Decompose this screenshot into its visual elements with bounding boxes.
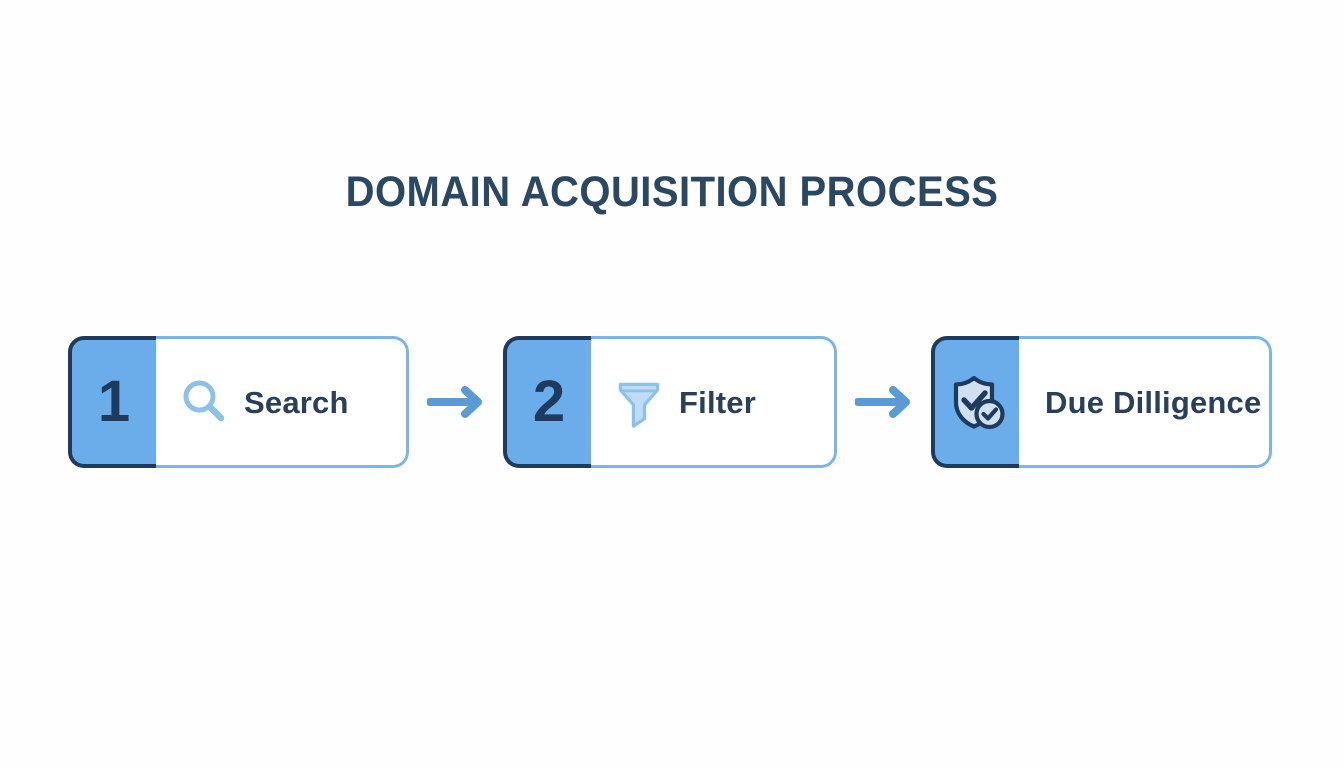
step-body-3: Due Dilligence <box>1019 336 1272 468</box>
process-step-search[interactable]: 1 Search <box>68 336 409 468</box>
step-number-panel-1: 1 <box>68 336 156 468</box>
shield-check-icon <box>945 370 1009 434</box>
step-number-2: 2 <box>532 369 566 434</box>
step-label-2: Filter <box>679 384 756 420</box>
step-body-2: Filter <box>591 336 837 468</box>
funnel-icon <box>613 376 665 428</box>
step-number-1: 1 <box>97 369 131 434</box>
process-flow: 1 Search 2 <box>68 336 1272 468</box>
step-number-panel-2: 2 <box>503 336 591 468</box>
step-label-3: Due Dilligence <box>1045 384 1262 420</box>
arrow-1-to-2 <box>409 336 503 468</box>
search-icon <box>178 376 230 428</box>
step-number-panel-3 <box>931 336 1019 468</box>
process-step-filter[interactable]: 2 Filter <box>503 336 837 468</box>
step-label-1: Search <box>244 384 349 420</box>
step-body-1: Search <box>156 336 409 468</box>
page-title: DOMAIN ACQUISITION PROCESS <box>345 168 999 216</box>
arrow-2-to-3 <box>837 336 931 468</box>
process-step-due-diligence[interactable]: Due Dilligence <box>931 336 1272 468</box>
